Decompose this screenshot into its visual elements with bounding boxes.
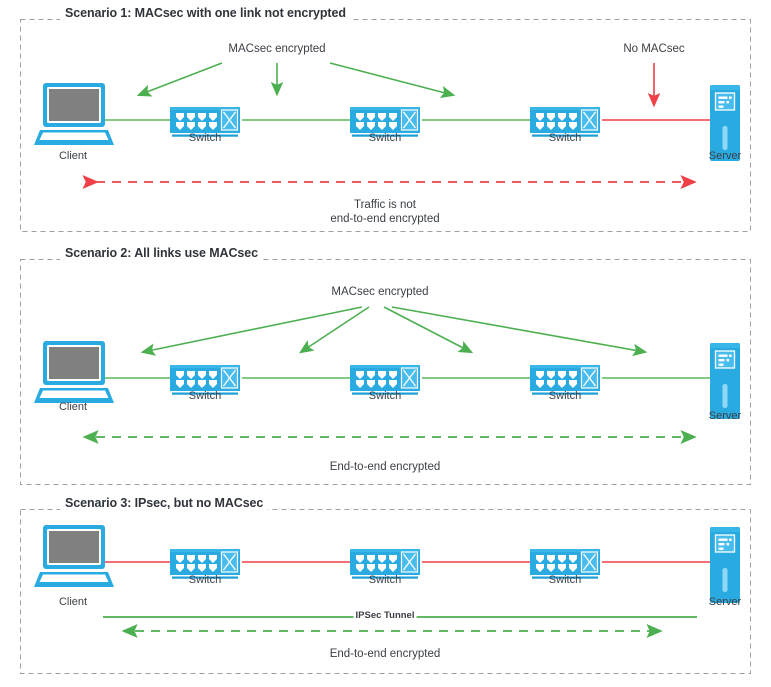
summary-line-1: End-to-end encrypted bbox=[329, 461, 441, 473]
summary-line-1: End-to-end encrypted bbox=[329, 648, 441, 660]
scenario-1-group bbox=[20, 19, 751, 232]
summary-line-2: end-to-end encrypted bbox=[330, 213, 440, 225]
scenario-1-frame bbox=[20, 19, 751, 232]
switch-1-label: Switch bbox=[188, 390, 222, 402]
scenario-1-summary: Traffic is not end-to-end encrypted bbox=[330, 198, 439, 226]
ipsec-tunnel-label: IPSec Tunnel bbox=[353, 610, 417, 621]
macsec-arrow-3 bbox=[383, 306, 474, 354]
switch-2-label: Switch bbox=[368, 390, 402, 402]
macsec-arrow-2 bbox=[298, 306, 370, 354]
scenario-2-title: Scenario 2: All links use MACsec bbox=[60, 246, 263, 260]
server-icon bbox=[709, 342, 741, 420]
server-label: Server bbox=[708, 410, 742, 422]
client-icon bbox=[34, 83, 114, 145]
scenario-3-frame bbox=[20, 509, 751, 674]
client-label: Client bbox=[58, 150, 88, 162]
macsec-arrow-1 bbox=[140, 306, 363, 356]
scenario-2-group bbox=[20, 259, 751, 485]
macsec-arrow-left bbox=[136, 62, 223, 97]
switch-2-label: Switch bbox=[368, 132, 402, 144]
server-label: Server bbox=[708, 596, 742, 608]
switch-3-label: Switch bbox=[548, 574, 582, 586]
scenario-3-title: Scenario 3: IPsec, but no MACsec bbox=[60, 496, 269, 510]
server-icon bbox=[709, 526, 741, 604]
client-icon bbox=[34, 525, 114, 587]
no-macsec-callout: No MACsec bbox=[623, 43, 685, 55]
summary-line-1: Traffic is not bbox=[353, 199, 416, 211]
client-label: Client bbox=[58, 401, 88, 413]
macsec-encrypted-callout: MACsec encrypted bbox=[331, 286, 429, 298]
scenario-2-summary: End-to-end encrypted bbox=[330, 460, 441, 474]
switch-2-label: Switch bbox=[368, 574, 402, 586]
client-label: Client bbox=[58, 596, 88, 608]
switch-3-label: Switch bbox=[548, 390, 582, 402]
switch-1-label: Switch bbox=[188, 574, 222, 586]
switch-1-label: Switch bbox=[188, 132, 222, 144]
macsec-encrypted-callout: MACsec encrypted bbox=[228, 43, 326, 55]
scenario-2-frame bbox=[20, 259, 751, 485]
switch-3-label: Switch bbox=[548, 132, 582, 144]
client-icon bbox=[34, 341, 114, 403]
macsec-arrow-4 bbox=[391, 306, 648, 357]
server-label: Server bbox=[708, 150, 742, 162]
scenario-1-title: Scenario 1: MACsec with one link not enc… bbox=[60, 6, 351, 20]
scenario-3-summary: End-to-end encrypted bbox=[330, 647, 441, 661]
macsec-arrow-right bbox=[329, 62, 456, 99]
